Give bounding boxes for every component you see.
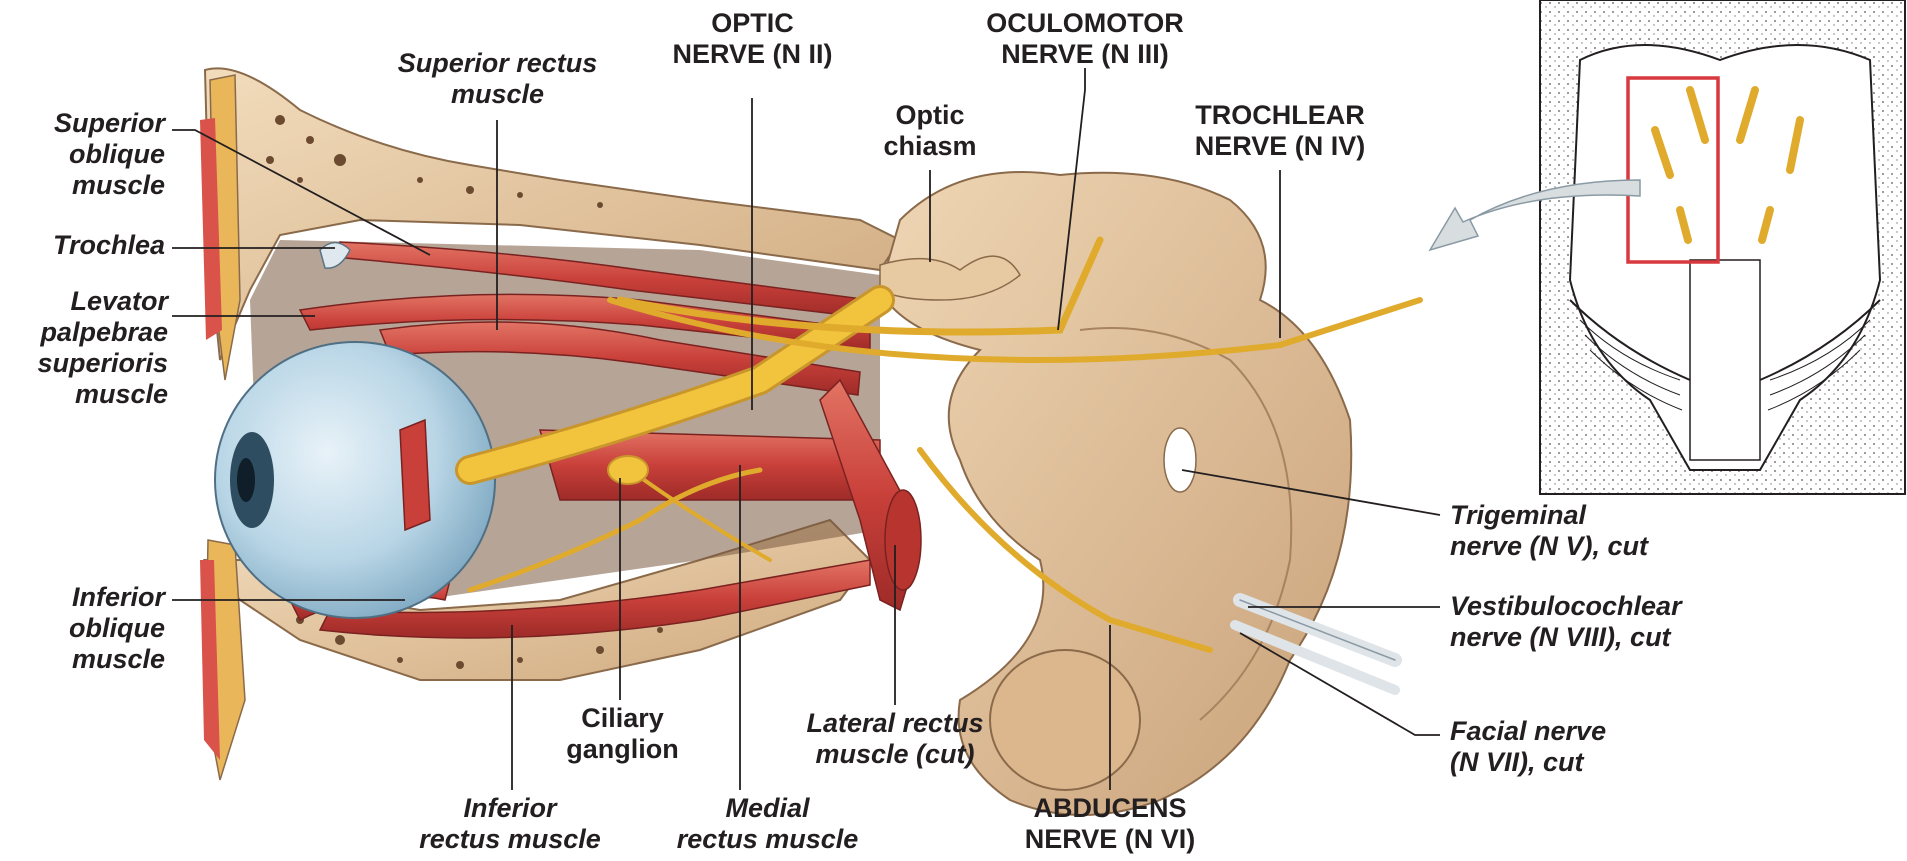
label-inferior-rectus-muscle: Inferior rectus muscle: [400, 793, 620, 855]
label-inferior-oblique-muscle: Inferior oblique muscle: [15, 582, 165, 675]
label-trigeminal-nerve: Trigeminal nerve (N V), cut: [1450, 500, 1648, 562]
label-levator-palpebrae-superioris-muscle: Levator palpebrae superioris muscle: [0, 286, 168, 410]
label-optic-nerve: OPTIC NERVE (N II): [640, 8, 865, 70]
label-trochlea: Trochlea: [15, 230, 165, 261]
label-superior-oblique-muscle: Superior oblique muscle: [15, 108, 165, 201]
label-trochlear-nerve: TROCHLEAR NERVE (N IV): [1150, 100, 1410, 162]
label-medial-rectus-muscle: Medial rectus muscle: [660, 793, 875, 855]
label-optic-chiasm: Optic chiasm: [870, 100, 990, 162]
label-vestibulocochlear-nerve: Vestibulocochlear nerve (N VIII), cut: [1450, 591, 1682, 653]
inset-panel: [1430, 0, 1905, 494]
label-facial-nerve: Facial nerve (N VII), cut: [1450, 716, 1606, 778]
label-abducens-nerve: ABDUCENS NERVE (N VI): [975, 793, 1245, 855]
label-lateral-rectus-muscle: Lateral rectus muscle (cut): [770, 708, 1020, 770]
label-superior-rectus-muscle: Superior rectus muscle: [360, 48, 635, 110]
label-oculomotor-nerve: OCULOMOTOR NERVE (N III): [950, 8, 1220, 70]
eyeball: [215, 342, 495, 618]
label-ciliary-ganglion: Ciliary ganglion: [540, 703, 705, 765]
